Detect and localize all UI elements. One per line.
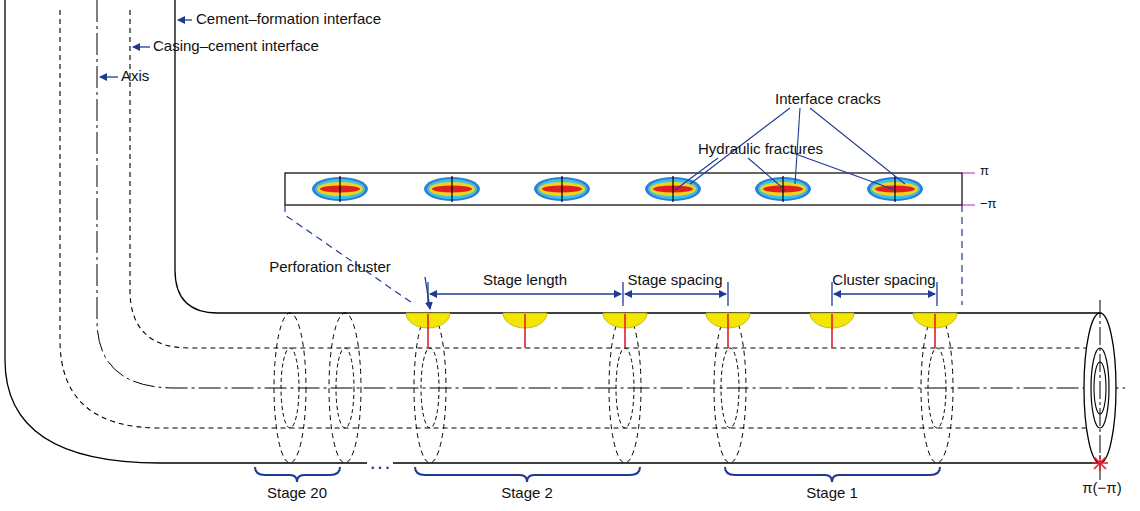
hydraulic-fracture (427, 314, 429, 348)
cross-section (329, 313, 361, 463)
label: Interface cracks (775, 91, 881, 108)
fracture-trace (451, 176, 452, 202)
label: Stage length (483, 272, 567, 289)
hydraulic-fracture (934, 314, 936, 348)
label: Stage 2 (501, 485, 553, 502)
label: Perforation cluster (269, 259, 391, 276)
cross-section (609, 313, 641, 463)
fracture-trace (339, 176, 340, 202)
label: Cement–formation interface (196, 11, 381, 28)
cross-section (714, 313, 746, 463)
fracture-trace (672, 176, 673, 202)
crack-zone (645, 177, 701, 201)
label: −π (980, 197, 997, 211)
hydraulic-fracture (831, 314, 833, 348)
casing-section (336, 348, 354, 428)
casing-section (928, 348, 946, 428)
casing-section (281, 348, 299, 428)
crack-zone (424, 177, 480, 201)
hydraulic-fracture (524, 314, 526, 348)
fracture-trace (894, 176, 895, 202)
cross-section (414, 313, 446, 463)
crack-zone (534, 177, 590, 201)
label: Stage 20 (267, 485, 327, 502)
hydraulic-fracture (727, 314, 729, 348)
crack-zone (867, 177, 923, 201)
crack-zone (312, 177, 368, 201)
cross-section (921, 313, 953, 463)
crack-zone (755, 177, 811, 201)
fracture-trace (561, 176, 562, 202)
label: Axis (121, 68, 149, 85)
label: Cluster spacing (832, 272, 935, 289)
casing-section (616, 348, 634, 428)
label: Casing–cement interface (153, 38, 319, 55)
label: Hydraulic fractures (698, 141, 823, 158)
label: π (980, 164, 989, 178)
label: Stage 1 (806, 485, 858, 502)
ellipsis: ··· (367, 455, 393, 479)
casing-section (421, 348, 439, 428)
label: Stage spacing (627, 272, 722, 289)
cross-section (274, 313, 306, 463)
casing-section (721, 348, 739, 428)
label: π(−π) (1080, 480, 1123, 497)
hydraulic-fracture (624, 314, 626, 348)
